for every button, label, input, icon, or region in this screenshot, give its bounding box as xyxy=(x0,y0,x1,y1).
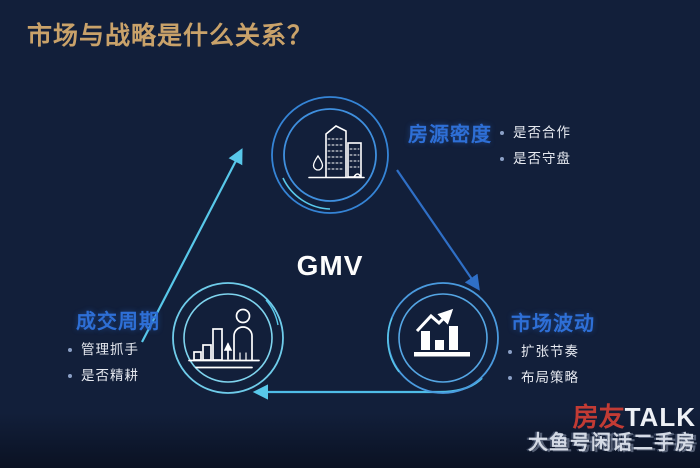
edge-arrow-left xyxy=(141,148,243,343)
bullet-item: 布局策略 xyxy=(508,369,579,386)
bullet-dot-icon xyxy=(508,350,512,354)
bullet-text: 布局策略 xyxy=(521,370,579,385)
edge-arrow-bottom xyxy=(252,377,483,400)
edge-arrow-right xyxy=(396,169,480,291)
watermark-text: 大鱼号闲话二手房 xyxy=(528,432,696,454)
bullet-text: 扩张节奏 xyxy=(521,344,579,359)
bar-chart-trend-icon xyxy=(414,308,470,357)
bullet-text: 管理抓手 xyxy=(81,342,139,357)
bullet-list-top: 是否合作 是否守盘 xyxy=(500,124,571,176)
bullet-item: 管理抓手 xyxy=(68,341,139,358)
bullet-dot-icon xyxy=(500,131,504,135)
brand-logo: 房友TALK xyxy=(573,397,696,434)
bullet-list-bottom-right: 扩张节奏 布局策略 xyxy=(508,343,579,395)
bullet-text: 是否精耕 xyxy=(81,368,139,383)
brand-logo-cn: 房友 xyxy=(572,402,625,432)
center-label: GMV xyxy=(296,250,364,281)
brand-logo-en: TALK xyxy=(624,402,696,432)
bullet-dot-icon xyxy=(500,157,504,161)
person-growth-icon xyxy=(188,308,260,369)
bullet-item: 是否守盘 xyxy=(500,150,571,167)
bullet-dot-icon xyxy=(68,348,72,352)
slide-title: 市场与战略是什么关系？ xyxy=(27,22,314,50)
buildings-icon xyxy=(308,125,365,179)
bullet-dot-icon xyxy=(508,376,512,380)
bullet-text: 是否合作 xyxy=(513,125,571,140)
node-label-top: 房源密度 xyxy=(408,124,492,146)
bullet-item: 是否精耕 xyxy=(68,367,139,384)
bullet-item: 扩张节奏 xyxy=(508,343,579,360)
node-top xyxy=(271,96,389,214)
bullet-dot-icon xyxy=(68,374,72,378)
bullet-item: 是否合作 xyxy=(500,124,571,141)
node-label-bottom-right: 市场波动 xyxy=(511,313,595,335)
bullet-text: 是否守盘 xyxy=(513,151,571,166)
bullet-list-bottom-left: 管理抓手 是否精耕 xyxy=(68,341,139,393)
node-label-bottom-left: 成交周期 xyxy=(76,311,160,333)
node-bottom-right xyxy=(387,282,499,394)
node-bottom-left xyxy=(172,282,284,394)
